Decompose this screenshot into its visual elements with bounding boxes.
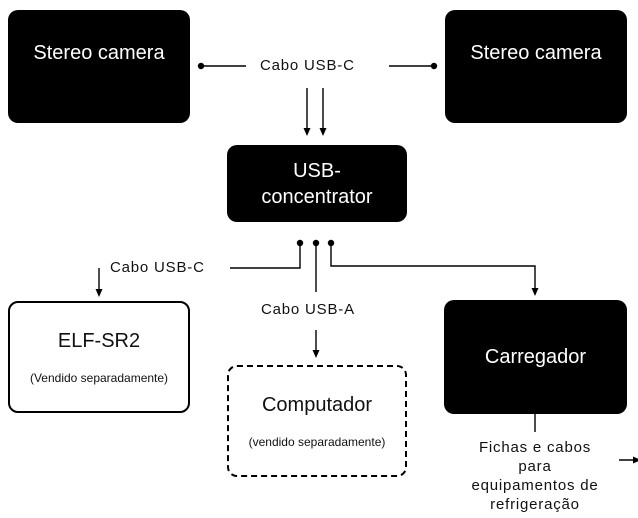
dot-right bbox=[430, 62, 438, 70]
computer-box: Computador (vendido separadamente) bbox=[227, 365, 407, 477]
usb-hub-label-line1: USB- bbox=[293, 159, 341, 182]
stereo-camera-right-box: Stereo camera bbox=[445, 10, 627, 123]
hub-port-3 bbox=[327, 239, 335, 247]
left-cable-label: Cabo USB-C bbox=[108, 259, 207, 277]
top-cable-label: Cabo USB-C bbox=[256, 57, 359, 75]
hub-port-1 bbox=[296, 239, 304, 247]
charger-caption-line2: para bbox=[518, 458, 552, 475]
hub-port-2 bbox=[312, 239, 320, 247]
stereo-camera-left-label: Stereo camera bbox=[33, 41, 165, 64]
charger-caption: Fichas e cabos para equipamentos de refr… bbox=[445, 438, 625, 514]
charger-box: Carregador bbox=[444, 300, 627, 414]
charger-caption-line1: Fichas e cabos bbox=[478, 439, 592, 456]
dot-left bbox=[197, 62, 205, 70]
computer-label: Computador bbox=[261, 394, 373, 416]
charger-caption-line3: equipamentos de bbox=[471, 477, 599, 494]
middle-cable-label: Cabo USB-A bbox=[259, 301, 357, 319]
usb-hub-box: USB- concentrator bbox=[227, 145, 407, 222]
wire-hub-elf bbox=[230, 243, 301, 269]
stereo-camera-left-box: Stereo camera bbox=[8, 10, 190, 123]
wire-hub-charger bbox=[330, 243, 539, 296]
stereo-camera-right-label: Stereo camera bbox=[470, 41, 602, 64]
elf-sr2-label: ELF-SR2 bbox=[57, 330, 141, 352]
computer-note: (vendido separadamente) bbox=[248, 435, 386, 449]
usb-hub-label-line2: concentrator bbox=[261, 185, 373, 208]
charger-caption-line4: refrigeração bbox=[490, 496, 580, 513]
elf-sr2-box: ELF-SR2 (Vendido separadamente) bbox=[8, 301, 190, 413]
charger-label: Carregador bbox=[484, 346, 587, 368]
elf-sr2-note: (Vendido separadamente) bbox=[29, 371, 169, 385]
